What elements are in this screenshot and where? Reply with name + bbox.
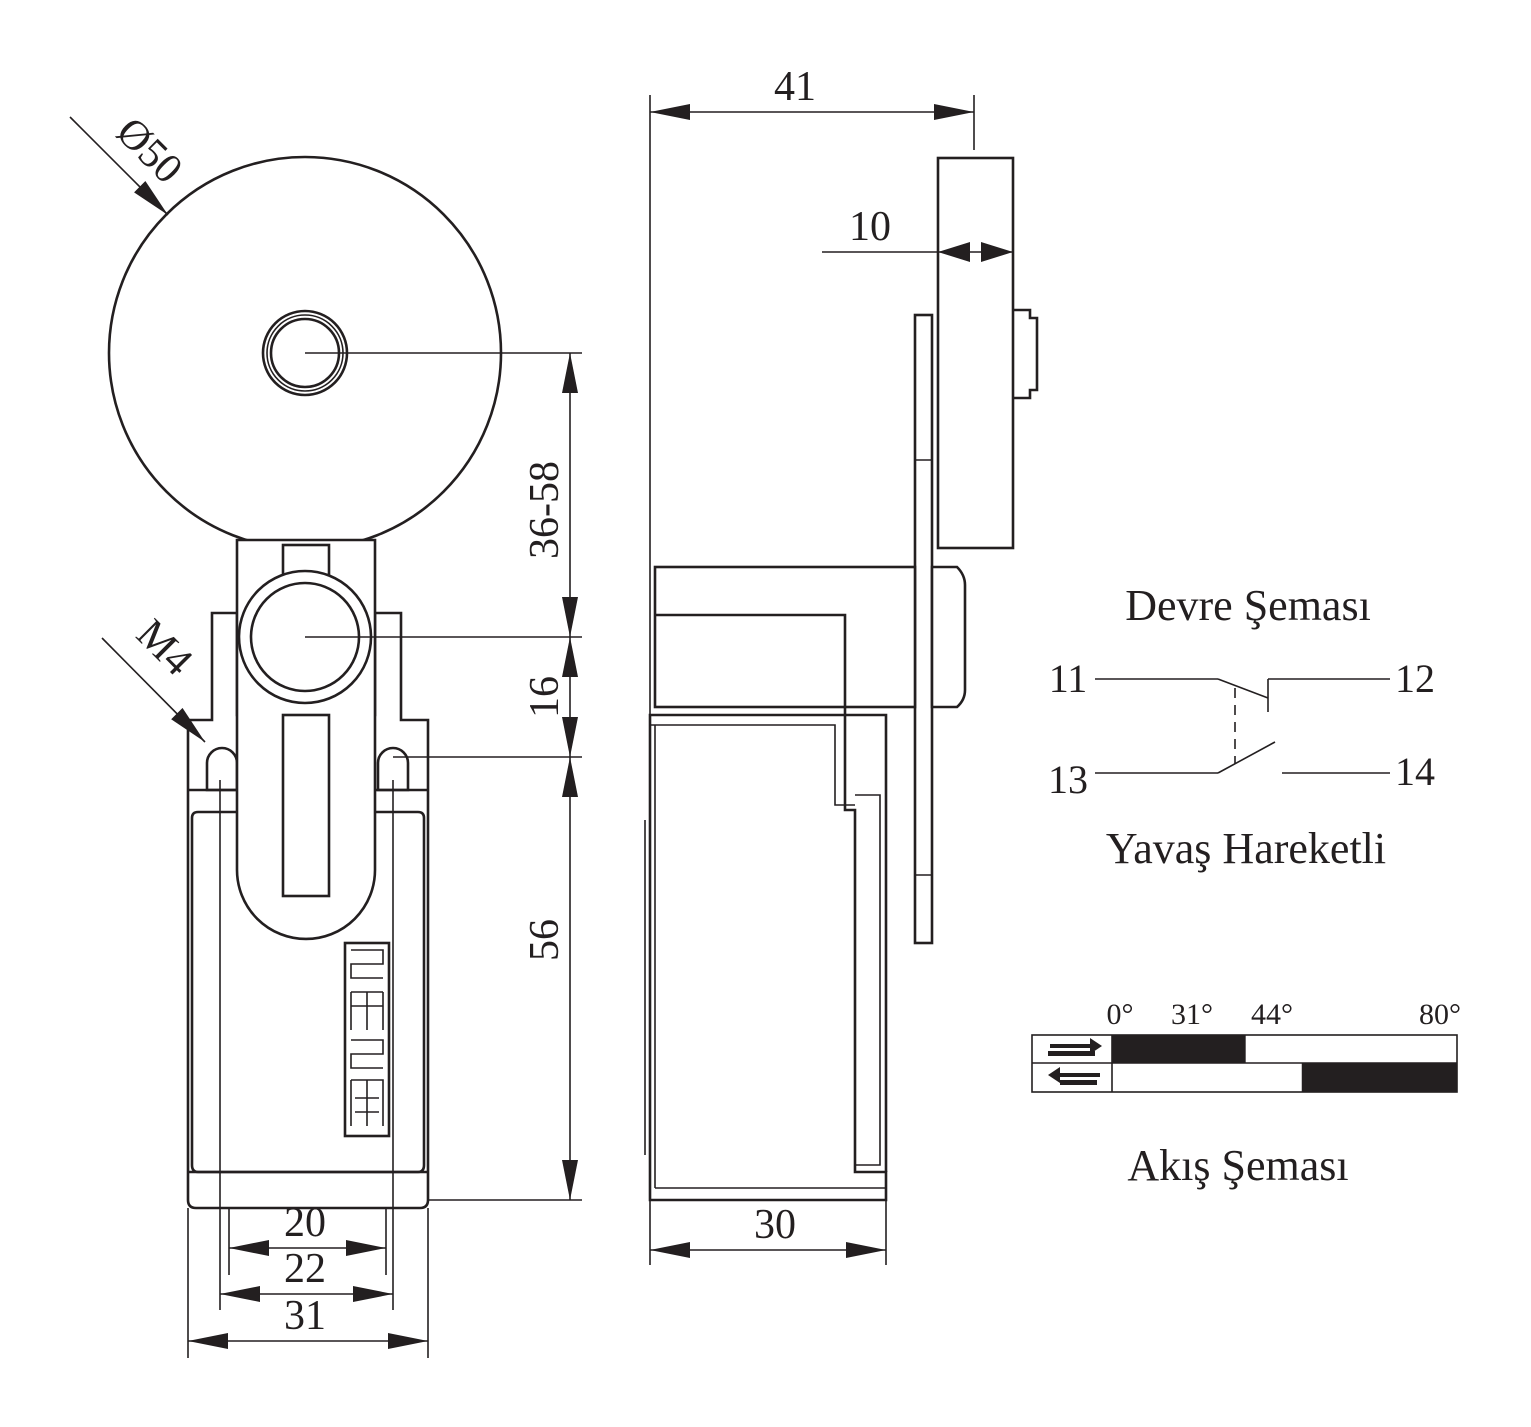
dim-roller-width: 10: [849, 204, 891, 250]
dim-diameter: Ø50: [107, 109, 191, 193]
circuit-title: Devre Şeması: [1125, 581, 1371, 630]
side-head: [653, 565, 917, 709]
side-pivot-boss: [930, 565, 967, 709]
side-view: 41 10 30: [644, 64, 1039, 1265]
side-body: [648, 713, 888, 1202]
no-contact: [1217, 741, 1276, 774]
dim-total-depth: 41: [774, 64, 816, 110]
dim-lever-length: 36-58: [522, 461, 568, 559]
side-body-back: [845, 713, 888, 1172]
leader-thread: [101, 637, 206, 743]
terminal-13: 13: [1048, 757, 1088, 802]
flow-title: Akış Şeması: [1127, 1141, 1348, 1190]
side-body-inner: [650, 724, 886, 1189]
dim-body-height: 56: [522, 919, 568, 961]
mounting-slot-right: [376, 746, 410, 792]
angle-44: 44°: [1251, 998, 1293, 1031]
circuit-subtitle: Yavaş Hareketli: [1106, 824, 1386, 873]
side-head-inner: [655, 613, 847, 715]
dim-body-depth: 30: [754, 1202, 796, 1248]
side-roller-hub: [1013, 308, 1039, 400]
dim-roller-to-hole: 16: [522, 676, 568, 718]
terminal-14: 14: [1395, 749, 1435, 794]
circuit-diagram: Devre Şeması 11 12 13 14 Yavaş Hareketli: [1048, 581, 1435, 873]
emas-logo: emas: [343, 941, 391, 1138]
angle-0: 0°: [1107, 998, 1134, 1031]
side-roller: [936, 156, 1015, 550]
forward-arrow-icon: [1048, 1038, 1102, 1056]
side-lever-plate: [913, 313, 934, 945]
terminal-11: 11: [1049, 656, 1088, 701]
dim-arrow-10-right: [981, 242, 1013, 262]
leader-diameter: [69, 116, 169, 216]
lever-slot: [281, 713, 331, 898]
flow-bar-row-2: [1301, 1063, 1457, 1092]
dim-width-22: 22: [284, 1246, 326, 1292]
terminal-12: 12: [1395, 656, 1435, 701]
dim-width-20: 20: [284, 1200, 326, 1246]
flow-diagram: 0° 31° 44° 80° Akış Şeması: [1031, 998, 1461, 1190]
nc-contact: [1217, 678, 1269, 699]
front-view: emas 36-58 16 56 20 22 31 Ø50 M4: [69, 109, 582, 1358]
angle-80: 80°: [1419, 998, 1461, 1031]
backward-arrow-icon: [1048, 1067, 1100, 1085]
flow-bars: [1112, 1035, 1457, 1092]
flow-bar-row-1: [1112, 1035, 1246, 1063]
angle-31: 31°: [1171, 998, 1213, 1031]
dim-width-31: 31: [284, 1293, 326, 1339]
dim-arrow-10-left: [938, 242, 970, 262]
